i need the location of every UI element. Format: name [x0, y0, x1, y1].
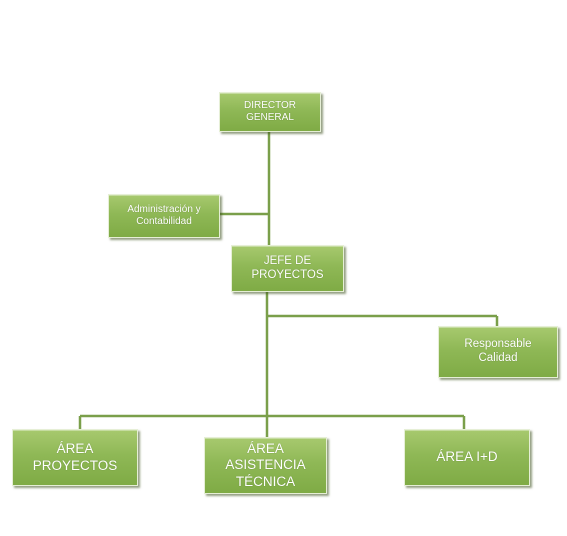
area-proyectos-node: ÁREA PROYECTOS: [12, 429, 138, 486]
area-id-node: ÁREA I+D: [404, 429, 530, 486]
director-general-node: DIRECTOR GENERAL: [219, 92, 321, 132]
jefe-de-proyectos-node: JEFE DE PROYECTOS: [231, 245, 344, 292]
area-asistencia-tecnica-node: ÁREA ASISTENCIA TÉCNICA: [204, 437, 327, 494]
administracion-contabilidad-node: Administración y Contabilidad: [108, 194, 220, 238]
responsable-calidad-node: Responsable Calidad: [438, 326, 558, 378]
